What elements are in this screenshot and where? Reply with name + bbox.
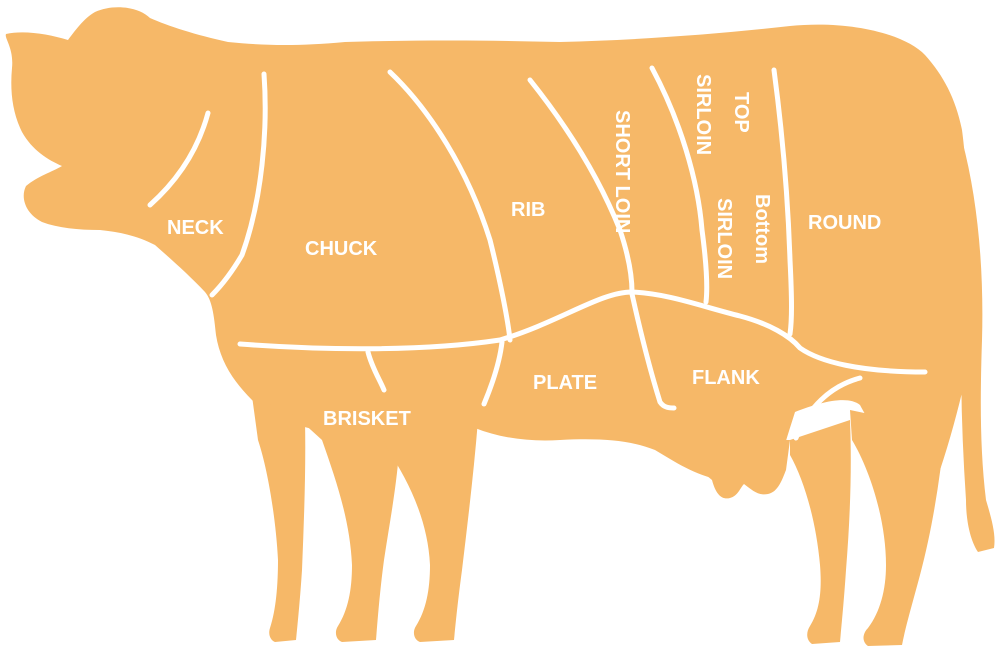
cow-front-leg-right	[300, 420, 400, 642]
label-chuck: CHUCK	[305, 238, 378, 260]
label-top-sirloin-line2: SIRLOIN	[692, 74, 714, 155]
label-short-loin: SHORT LOIN	[611, 110, 633, 233]
cow-hind-leg-back	[850, 410, 945, 646]
label-rib: RIB	[511, 199, 545, 221]
label-plate: PLATE	[533, 372, 597, 394]
label-flank: FLANK	[692, 367, 760, 389]
cut-line-sirloin-round	[771, 67, 794, 337]
cut-line-neck-chuck	[209, 71, 268, 298]
cut-lines	[147, 65, 928, 441]
label-bottom-sirloin-line2: SIRLOIN	[713, 198, 735, 279]
cut-line-rib-shortloin	[527, 77, 635, 295]
label-bottom-sirloin-line1: Bottom	[751, 194, 773, 264]
cut-labels: NECK CHUCK RIB SHORT LOIN TOP SIRLOIN Bo…	[167, 74, 881, 430]
cut-line-chuck-rib	[387, 69, 513, 343]
cut-line-shortloin-sirloin	[649, 65, 710, 305]
cow-udder	[650, 440, 790, 499]
label-top-sirloin: TOP SIRLOIN	[692, 74, 752, 155]
cut-line-plate-front	[481, 339, 505, 407]
label-top-sirloin-line1: TOP	[730, 92, 752, 133]
cut-line-brisket	[365, 349, 387, 393]
cut-line-plate-flank	[629, 291, 677, 411]
label-brisket: BRISKET	[323, 408, 411, 430]
cut-line-flank-round	[793, 375, 863, 441]
label-bottom-sirloin: Bottom SIRLOIN	[713, 194, 773, 279]
cut-line-belly	[237, 289, 928, 375]
label-round: ROUND	[808, 212, 881, 234]
cow-silhouette	[5, 7, 995, 646]
cow-front-leg-inner	[380, 420, 478, 642]
cow-front-leg-left	[252, 396, 306, 642]
cow-hind-leg-front	[790, 420, 851, 644]
cut-line-neck	[147, 110, 211, 208]
cow-tail	[952, 140, 995, 552]
label-neck: NECK	[167, 217, 224, 239]
